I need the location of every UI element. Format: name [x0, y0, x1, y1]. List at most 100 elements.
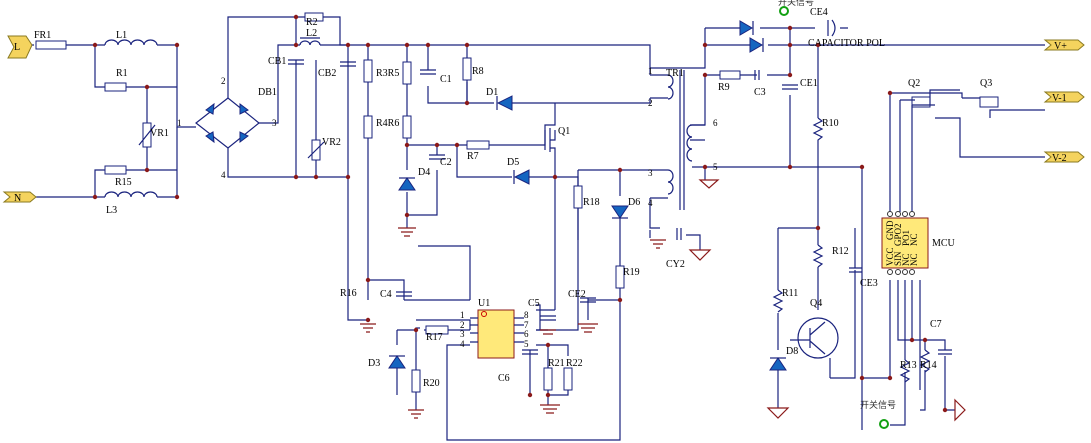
- label-cb2: CB2: [318, 68, 336, 79]
- label-fr1: FR1: [34, 30, 51, 41]
- label-r3r5: R3R5: [376, 68, 399, 79]
- zigzag-resistors: [772, 117, 931, 383]
- inductors: [104, 37, 321, 198]
- label-ce1: CE1: [800, 78, 818, 89]
- label-r4r6: R4R6: [376, 118, 399, 129]
- diodes: [195, 20, 787, 371]
- label-c2: C2: [440, 157, 452, 168]
- label-capacitor-pol: CAPACITOR POL: [808, 38, 885, 49]
- label-c4: C4: [380, 289, 392, 300]
- label-cy2: CY2: [666, 259, 685, 270]
- mcu-ic: [881, 211, 929, 275]
- svg-text:1: 1: [460, 310, 465, 320]
- label-r9: R9: [718, 82, 730, 93]
- label-r10: R10: [822, 118, 839, 129]
- test-point-bottom: [879, 419, 889, 429]
- svg-text:PO1: PO1: [901, 230, 911, 246]
- label-r11: R11: [782, 288, 798, 299]
- label-q1: Q1: [558, 126, 570, 137]
- port-neutral: N: [2, 191, 37, 204]
- svg-text:GND: GND: [885, 220, 895, 240]
- label-l2: L2: [306, 28, 317, 39]
- pin-numbers: 1 2 3 4 5 6 1 2 3 4 8 7 6 5 1 2 3 4: [177, 66, 718, 349]
- label-q4: Q4: [810, 298, 822, 309]
- svg-text:5: 5: [713, 162, 718, 172]
- port-v2: V-2: [1043, 151, 1085, 164]
- u1-ic: [470, 309, 524, 359]
- svg-text:1: 1: [177, 118, 182, 128]
- svg-text:V-2: V-2: [1052, 153, 1067, 164]
- label-r7: R7: [467, 151, 479, 162]
- test-point-top: [779, 6, 789, 16]
- port-line: L: [7, 35, 33, 59]
- label-r18: R18: [583, 197, 600, 208]
- svg-text:GPO2: GPO2: [893, 223, 903, 246]
- ground-symbols: [360, 179, 966, 422]
- svg-text:V-1: V-1: [1052, 93, 1067, 104]
- label-d1: D1: [486, 87, 498, 98]
- svg-text:2: 2: [221, 76, 226, 86]
- label-r19: R19: [623, 267, 640, 278]
- label-d6: D6: [628, 197, 640, 208]
- svg-text:N: N: [14, 193, 21, 204]
- svg-text:7: 7: [524, 320, 529, 330]
- label-r8: R8: [472, 66, 484, 77]
- label-r14: R14: [920, 360, 937, 371]
- svg-text:6: 6: [524, 329, 529, 339]
- svg-text:3: 3: [460, 329, 465, 339]
- label-r15: R15: [115, 177, 132, 188]
- transistors: [544, 96, 999, 359]
- label-q3: Q3: [980, 78, 992, 89]
- svg-text:3: 3: [272, 118, 277, 128]
- varistors: [138, 122, 325, 161]
- label-l3: L3: [106, 205, 117, 216]
- svg-text:SIN: SIN: [893, 251, 903, 266]
- transformer-tr1: [650, 70, 705, 210]
- label-c1: C1: [440, 74, 452, 85]
- label-c3: C3: [754, 87, 766, 98]
- label-d8: D8: [786, 346, 798, 357]
- label-r12: R12: [832, 246, 849, 257]
- label-q2: Q2: [908, 78, 920, 89]
- label-d4: D4: [418, 167, 430, 178]
- label-r20: R20: [423, 378, 440, 389]
- svg-text:NC: NC: [901, 253, 911, 266]
- svg-text:3: 3: [648, 168, 653, 178]
- label-r1: R1: [116, 68, 128, 79]
- svg-text:2: 2: [460, 320, 465, 330]
- label-tr1: TR1: [666, 68, 684, 79]
- label-r22: R22: [566, 358, 583, 369]
- label-d3: D3: [368, 358, 380, 369]
- label-mcu: MCU: [932, 238, 956, 249]
- capacitors: [288, 19, 952, 355]
- label-ce3: CE3: [860, 278, 878, 289]
- label-r16: R16: [340, 288, 357, 299]
- port-vplus: V+: [1043, 39, 1085, 52]
- svg-text:VCC: VCC: [885, 247, 895, 266]
- switch-signal-label-bottom: 开关信号: [860, 399, 896, 411]
- port-v1: V-1: [1043, 91, 1085, 104]
- label-u1: U1: [478, 298, 490, 309]
- svg-text:4: 4: [221, 170, 226, 180]
- label-ce4: CE4: [810, 7, 828, 18]
- junction-dots: [92, 14, 948, 413]
- label-ce2: CE2: [568, 289, 586, 300]
- mcu-pin-names: VCC GND SIN GPO2 NC PO1 NC NC: [885, 220, 919, 266]
- svg-text:4: 4: [460, 339, 465, 349]
- svg-text:2: 2: [648, 98, 653, 108]
- label-r2: R2: [306, 17, 318, 28]
- svg-text:NC: NC: [909, 233, 919, 246]
- label-r21: R21: [548, 358, 565, 369]
- svg-text:6: 6: [713, 118, 718, 128]
- label-l1: L1: [116, 30, 127, 41]
- resistors: [35, 12, 741, 393]
- svg-text:NC: NC: [909, 253, 919, 266]
- label-vr1: VR1: [150, 128, 169, 139]
- label-c5: C5: [528, 298, 540, 309]
- label-cb1: CB1: [268, 56, 286, 67]
- label-c7: C7: [930, 319, 942, 330]
- label-vr2: VR2: [322, 137, 341, 148]
- svg-text:4: 4: [648, 198, 653, 208]
- component-labels: FR1 L1 R1 VR1 R15 L3 DB1 CB1 CB2 R2 L2 V…: [34, 7, 992, 389]
- svg-text:8: 8: [524, 310, 529, 320]
